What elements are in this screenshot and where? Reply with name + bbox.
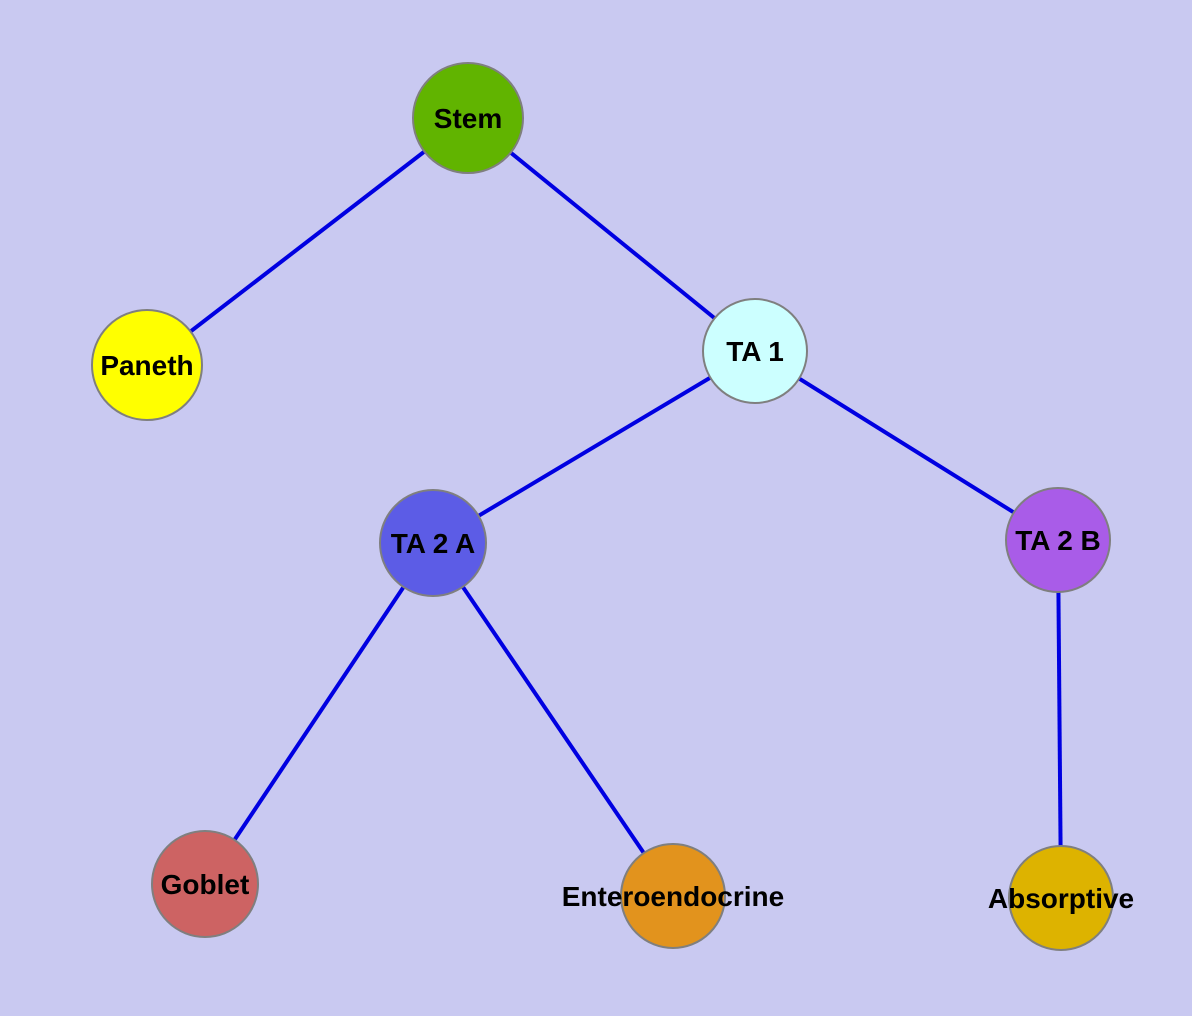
- node-ta-2-a[interactable]: TA 2 A: [379, 489, 487, 597]
- node-paneth[interactable]: Paneth: [91, 309, 203, 421]
- edges-layer: [145, 116, 1063, 899]
- edge-ta-2-a-goblet: [203, 541, 435, 886]
- node-circle-enteroendocrine[interactable]: [620, 843, 726, 949]
- edge-ta-2-b-absorptive: [1056, 539, 1063, 899]
- node-circle-stem[interactable]: [412, 62, 524, 174]
- edge-ta-2-a-enteroendocrine: [431, 541, 675, 898]
- node-absorptive[interactable]: Absorptive: [988, 845, 1134, 951]
- node-ta-1[interactable]: TA 1: [702, 298, 808, 404]
- edge-stem-ta-1: [466, 116, 757, 353]
- node-circle-goblet[interactable]: [151, 830, 259, 938]
- node-ta-2-b[interactable]: TA 2 B: [1005, 487, 1111, 593]
- node-stem[interactable]: Stem: [412, 62, 524, 174]
- edge-stem-paneth: [145, 116, 470, 367]
- node-goblet[interactable]: Goblet: [151, 830, 259, 938]
- edge-ta-1-ta-2-b: [753, 349, 1060, 542]
- edge-ta-1-ta-2-a: [431, 349, 757, 545]
- node-circle-ta-2-b[interactable]: [1005, 487, 1111, 593]
- node-circle-ta-2-a[interactable]: [379, 489, 487, 597]
- node-circle-paneth[interactable]: [91, 309, 203, 421]
- node-circle-ta-1[interactable]: [702, 298, 808, 404]
- node-circle-absorptive[interactable]: [1008, 845, 1114, 951]
- node-enteroendocrine[interactable]: Enteroendocrine: [562, 843, 784, 949]
